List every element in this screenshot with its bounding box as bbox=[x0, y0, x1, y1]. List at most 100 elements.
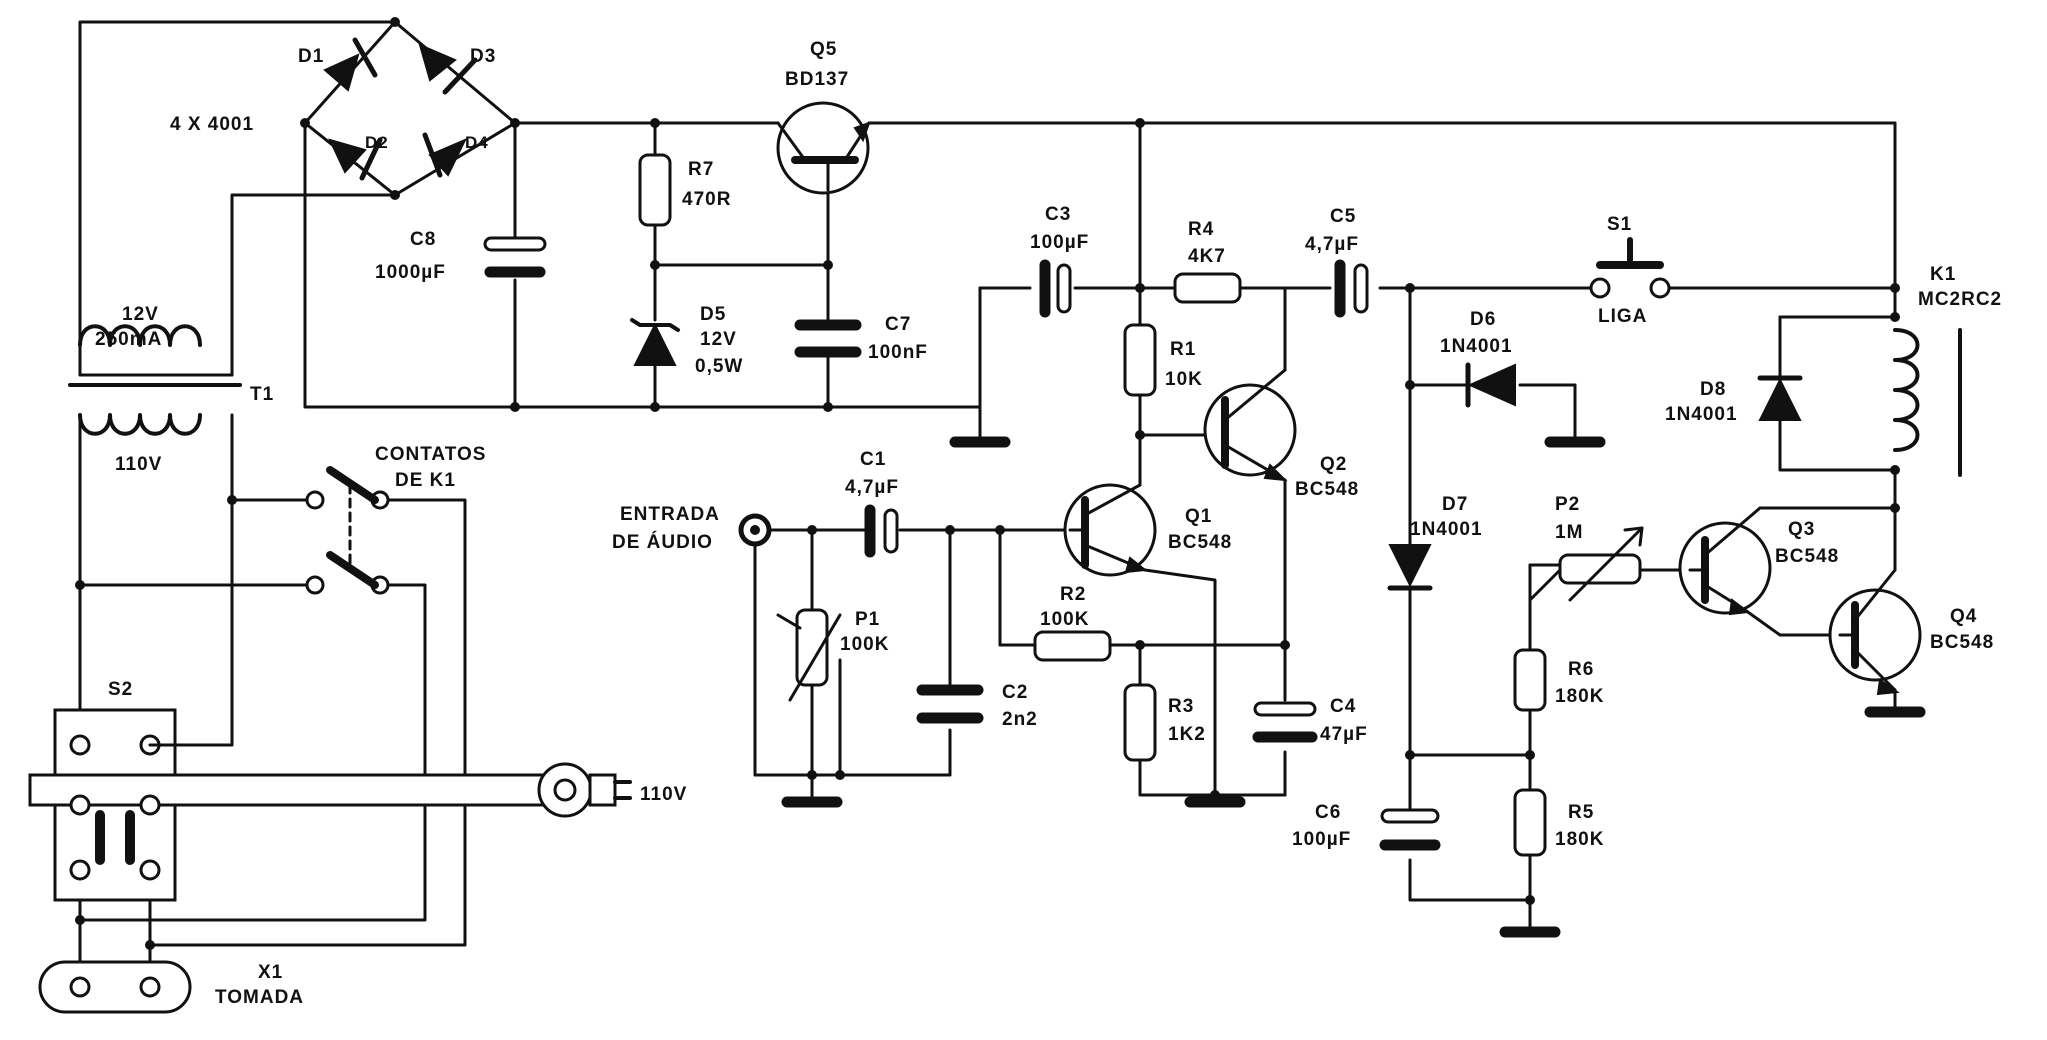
bridge-d2 bbox=[328, 137, 383, 181]
resistor-r4 bbox=[1173, 272, 1242, 304]
label-c4-value: 47µF bbox=[1320, 724, 1368, 745]
label-q1-type: BC548 bbox=[1168, 532, 1232, 553]
label-c5-name: C5 bbox=[1330, 206, 1356, 227]
label-d6-type: 1N4001 bbox=[1440, 336, 1513, 357]
label-bridge-diodes: 4 X 4001 bbox=[170, 114, 254, 135]
label-contacts-line2: DE K1 bbox=[395, 470, 456, 491]
label-p1-value: 100K bbox=[840, 634, 889, 655]
potentiometer-p2 bbox=[1558, 526, 1644, 602]
relay-k1-coil bbox=[1893, 328, 1962, 477]
potentiometer-p1 bbox=[776, 608, 842, 702]
label-k1-name: K1 bbox=[1930, 264, 1956, 285]
label-c8-name: C8 bbox=[410, 229, 436, 250]
wiring bbox=[78, 20, 1897, 987]
label-d2: D2 bbox=[365, 133, 389, 152]
label-r3-name: R3 bbox=[1168, 696, 1194, 717]
label-x1-name: X1 bbox=[258, 962, 283, 983]
zener-d5 bbox=[630, 318, 680, 366]
label-x1-text: TOMADA bbox=[215, 987, 304, 1008]
label-d1: D1 bbox=[298, 46, 324, 67]
label-q4-type: BC548 bbox=[1930, 632, 1994, 653]
label-contacts-line1: CONTATOS bbox=[375, 444, 486, 465]
label-d5-value2: 0,5W bbox=[695, 356, 743, 377]
label-q3-name: Q3 bbox=[1788, 519, 1815, 540]
label-c1-name: C1 bbox=[860, 449, 886, 470]
label-s2-name: S2 bbox=[108, 679, 133, 700]
label-r3-value: 1K2 bbox=[1168, 724, 1206, 745]
label-s1-text: LIGA bbox=[1598, 306, 1647, 327]
label-q2-name: Q2 bbox=[1320, 454, 1347, 475]
label-c6-value: 100µF bbox=[1292, 829, 1351, 850]
transistor-q3 bbox=[1678, 506, 1772, 616]
label-d8-name: D8 bbox=[1700, 379, 1726, 400]
label-r6-value: 180K bbox=[1555, 686, 1604, 707]
capacitor-c6 bbox=[1379, 808, 1441, 851]
diode-d7 bbox=[1387, 544, 1433, 591]
label-c3-value: 100µF bbox=[1030, 232, 1089, 253]
transistor-q2 bbox=[1203, 368, 1297, 482]
label-p2-value: 1M bbox=[1555, 522, 1583, 543]
label-c3-name: C3 bbox=[1045, 204, 1071, 225]
diode-d8 bbox=[1757, 375, 1803, 421]
label-q3-type: BC548 bbox=[1775, 546, 1839, 567]
capacitor-c7 bbox=[794, 319, 862, 358]
label-r4-name: R4 bbox=[1188, 219, 1214, 240]
capacitor-c2 bbox=[916, 684, 984, 724]
label-s1-name: S1 bbox=[1607, 214, 1632, 235]
label-d4: D4 bbox=[465, 133, 489, 152]
label-c1-value: 4,7µF bbox=[845, 477, 899, 498]
transistor-q4 bbox=[1828, 568, 1922, 696]
mains-plug bbox=[537, 762, 632, 818]
component-labels: D1 D3 D2 D4 4 X 4001 C8 1000µF R7 470R D… bbox=[95, 39, 2002, 1008]
label-r2-name: R2 bbox=[1060, 584, 1086, 605]
label-q2-type: BC548 bbox=[1295, 479, 1359, 500]
label-mains-plug: 110V bbox=[640, 784, 687, 805]
switch-s2 bbox=[28, 708, 552, 902]
label-d5-name: D5 bbox=[700, 304, 726, 325]
capacitor-c5 bbox=[1334, 259, 1369, 318]
label-q5-name: Q5 bbox=[810, 39, 837, 60]
label-r1-name: R1 bbox=[1170, 339, 1196, 360]
label-p2-name: P2 bbox=[1555, 494, 1580, 515]
label-r7-value: 470R bbox=[682, 189, 731, 210]
resistor-r3 bbox=[1123, 683, 1157, 762]
label-input-line2: DE ÁUDIO bbox=[612, 531, 713, 553]
label-c5-value: 4,7µF bbox=[1305, 234, 1359, 255]
switch-s1 bbox=[1589, 237, 1671, 299]
label-p1-name: P1 bbox=[855, 609, 880, 630]
resistor-r2 bbox=[1033, 630, 1112, 662]
label-r7-name: R7 bbox=[688, 159, 714, 180]
resistor-r1 bbox=[1123, 323, 1157, 397]
capacitor-c4 bbox=[1252, 701, 1318, 743]
label-t1-secondary-voltage: 12V bbox=[122, 304, 159, 325]
label-c6-name: C6 bbox=[1315, 802, 1341, 823]
label-k1-type: MC2RC2 bbox=[1918, 289, 2002, 310]
label-t1-secondary-current: 250mA bbox=[95, 329, 162, 350]
transistor-q1 bbox=[1063, 483, 1157, 577]
label-d7-name: D7 bbox=[1442, 494, 1468, 515]
audio-input-jack bbox=[738, 513, 772, 547]
bridge-d3 bbox=[418, 43, 478, 95]
resistor-r6 bbox=[1513, 648, 1547, 712]
label-d3: D3 bbox=[470, 46, 496, 67]
resistor-r5 bbox=[1513, 788, 1547, 857]
label-c2-value: 2n2 bbox=[1002, 709, 1038, 730]
label-r2-value: 100K bbox=[1040, 609, 1089, 630]
label-d5-value1: 12V bbox=[700, 329, 737, 350]
transformer-t1 bbox=[68, 324, 242, 502]
label-q1-name: Q1 bbox=[1185, 506, 1212, 527]
label-c7-name: C7 bbox=[885, 314, 911, 335]
bridge-d1 bbox=[323, 37, 378, 92]
label-c8-value: 1000µF bbox=[375, 262, 446, 283]
capacitor-c8 bbox=[483, 236, 547, 278]
label-q5-type: BD137 bbox=[785, 69, 849, 90]
label-c2-name: C2 bbox=[1002, 682, 1028, 703]
label-r6-name: R6 bbox=[1568, 659, 1594, 680]
label-t1-primary: 110V bbox=[115, 454, 162, 475]
label-c7-value: 100nF bbox=[868, 342, 928, 363]
label-d8-type: 1N4001 bbox=[1665, 404, 1738, 425]
relay-k1-contacts bbox=[305, 466, 390, 595]
label-q4-name: Q4 bbox=[1950, 606, 1977, 627]
ground-symbols bbox=[781, 436, 1926, 938]
